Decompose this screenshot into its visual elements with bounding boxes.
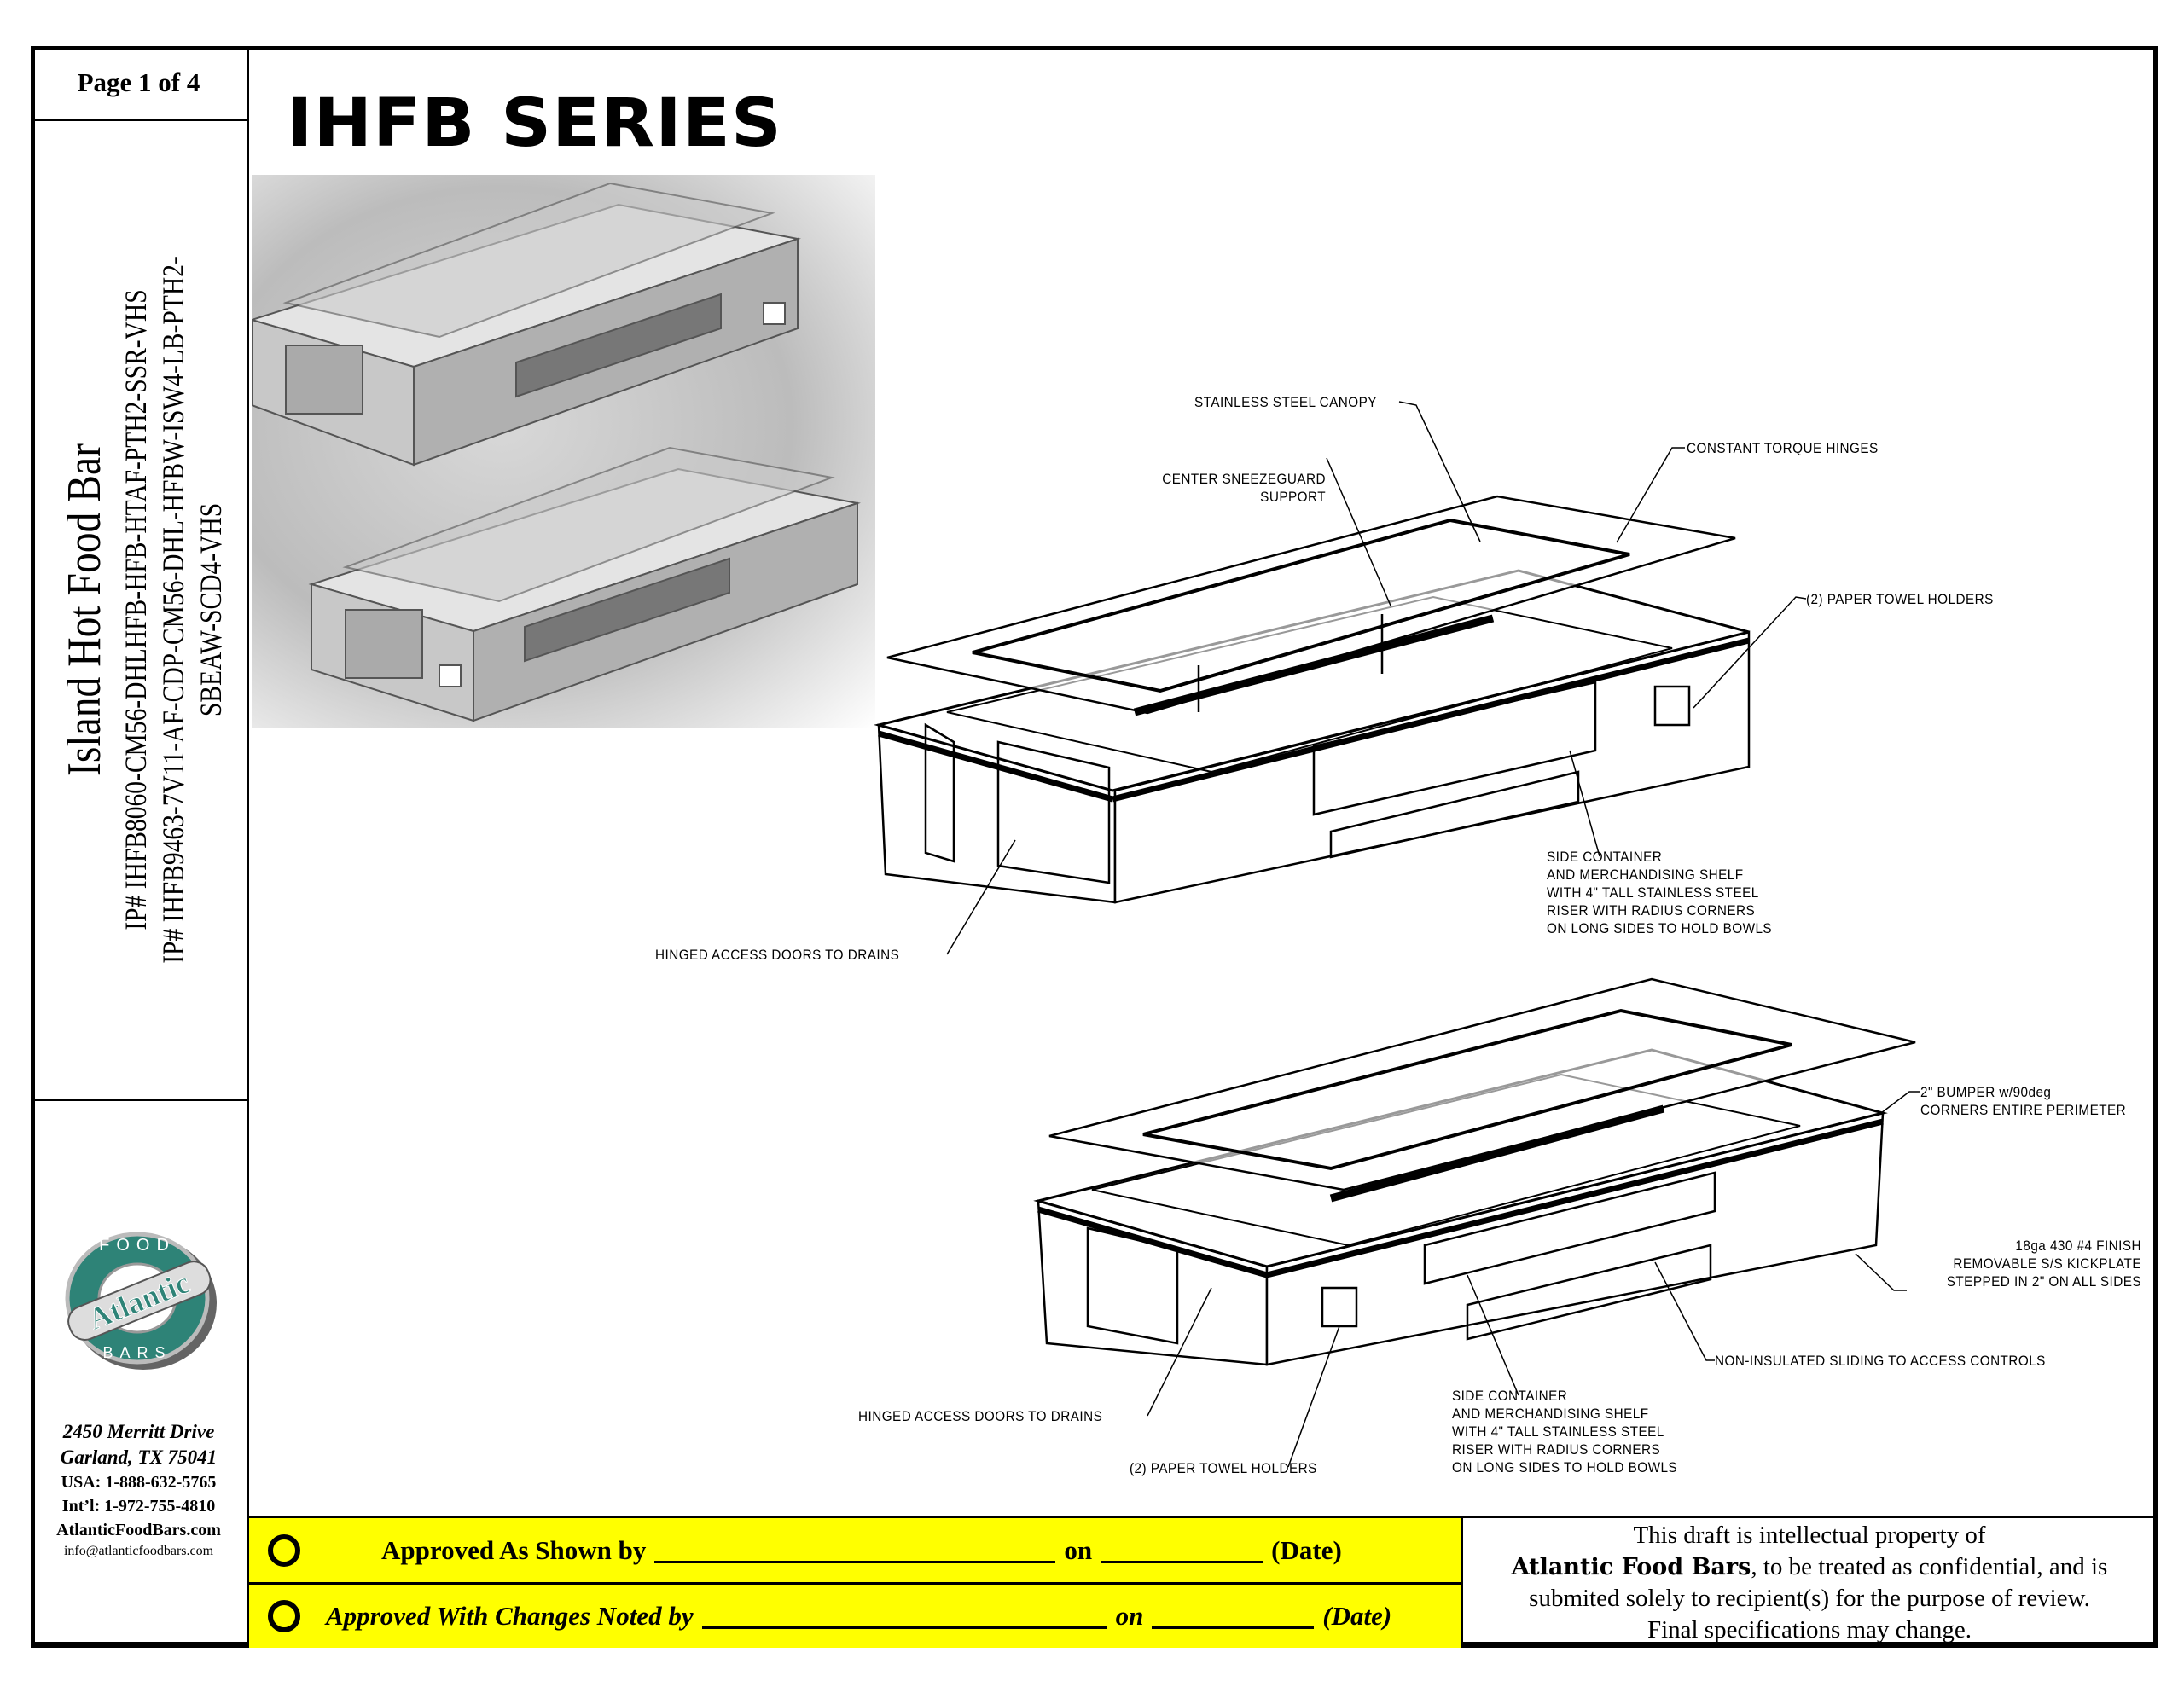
label-line: CENTER SNEEZEGUARD — [1162, 471, 1326, 487]
confidentiality-notice: This draft is intellectual property of A… — [1463, 1518, 2156, 1649]
series-title: IHFB SERIES — [287, 85, 782, 162]
label-line: SIDE CONTAINER — [1547, 849, 1663, 865]
approve-as-shown-label: Approved As Shown by — [381, 1534, 647, 1565]
label-line: ON LONG SIDES TO HOLD BOWLS — [1452, 1459, 1678, 1475]
drawing-1-leader-lines — [946, 401, 1807, 955]
page-number: Page 1 of 4 — [31, 46, 247, 121]
approval-block: Approved As Shown by on (Date) Approved … — [249, 1518, 1463, 1648]
address-line-2: Garland, TX 75041 — [60, 1446, 218, 1468]
label-line: REMOVABLE S/S KICKPLATE — [1953, 1255, 2141, 1272]
notice-line-1: This draft is intellectual property of — [1633, 1522, 1986, 1549]
date-label: (Date) — [1322, 1600, 1392, 1631]
label-side-container: SIDE CONTAINER AND MERCHANDISING SHELF W… — [1547, 848, 1772, 937]
label-line: AND MERCHANDISING SHELF — [1547, 867, 1744, 883]
approval-row-as-shown: Approved As Shown by on (Date) — [249, 1518, 1461, 1585]
approval-footer: Approved As Shown by on (Date) Approved … — [249, 1516, 2156, 1648]
approve-with-changes-label: Approved With Changes Noted by — [326, 1600, 694, 1631]
approver-name-field[interactable] — [654, 1537, 1056, 1563]
label-line: 18ga 430 #4 FINISH — [2015, 1238, 2141, 1254]
changes-date-field[interactable] — [1152, 1603, 1315, 1629]
label-line: RISER WITH RADIUS CORNERS — [1547, 902, 1756, 919]
approve-with-changes-radio[interactable] — [268, 1599, 300, 1632]
label-line: STEPPED IN 2" ON ALL SIDES — [1946, 1273, 2141, 1290]
drawing-2-leader-lines — [1147, 1091, 1920, 1468]
changes-approver-name-field[interactable] — [701, 1603, 1107, 1629]
sidebar-title-block: Island Hot Food Bar IP# IHFB8060-CM56-DH… — [31, 121, 247, 1101]
render-bottom — [308, 446, 861, 722]
address-line-1: 2450 Merritt Drive — [62, 1421, 215, 1442]
phone-usa: USA: 1-888-632-5765 — [61, 1473, 217, 1492]
label-sliding-access: NON-INSULATED SLIDING TO ACCESS CONTROLS — [1715, 1353, 2046, 1369]
label-line: WITH 4" TALL STAINLESS STEEL — [1452, 1423, 1664, 1440]
notice-line-4: Final specifications may change. — [1647, 1616, 1972, 1644]
label-paper-towel-holders-2: (2) PAPER TOWEL HOLDERS — [1130, 1460, 1317, 1476]
label-side-container-2: SIDE CONTAINER AND MERCHANDISING SHELF W… — [1452, 1387, 1677, 1476]
on-label: on — [1115, 1600, 1144, 1631]
drawing-1-island-food-bar — [874, 495, 1751, 904]
phone-intl: Int’l: 1-972-755-4810 — [61, 1497, 216, 1516]
website-link[interactable]: AtlanticFoodBars.com — [56, 1521, 221, 1539]
svg-text:BARS: BARS — [102, 1344, 171, 1361]
label-kickplate-finish: 18ga 430 #4 FINISH REMOVABLE S/S KICKPLA… — [1873, 1237, 2141, 1290]
label-line: 2" BUMPER w/90deg — [1920, 1084, 2052, 1100]
company-contact: 2450 Merritt Drive Garland, TX 75041 USA… — [31, 1419, 247, 1561]
date-label: (Date) — [1271, 1534, 1342, 1565]
label-stainless-steel-canopy: STAINLESS STEEL CANOPY — [1194, 394, 1377, 410]
rendered-product-photos — [248, 175, 875, 728]
drawing-2-island-food-bar — [1033, 977, 1916, 1366]
label-paper-towel-holders: (2) PAPER TOWEL HOLDERS — [1806, 591, 1994, 607]
svg-text:FOOD: FOOD — [99, 1236, 176, 1255]
label-line: SIDE CONTAINER — [1452, 1388, 1568, 1404]
notice-line-2-rest: , to be treated as confidential, and is — [1751, 1553, 2108, 1580]
product-render-illustration — [248, 182, 861, 722]
label-center-sneezeguard: CENTER SNEEZEGUARD SUPPORT — [1130, 470, 1326, 506]
atlantic-food-bars-logo: FOOD BARS Atlantic — [65, 1232, 217, 1370]
approve-as-shown-radio[interactable] — [268, 1533, 300, 1567]
render-top — [248, 182, 801, 467]
label-bumper: 2" BUMPER w/90deg CORNERS ENTIRE PERIMET… — [1920, 1083, 2126, 1119]
notice-brand: Atlantic Food Bars — [1511, 1554, 1751, 1580]
label-constant-torque-hinges: CONSTANT TORQUE HINGES — [1687, 440, 1879, 456]
approval-row-with-changes: Approved With Changes Noted by on (Date) — [249, 1584, 1461, 1648]
label-line: WITH 4" TALL STAINLESS STEEL — [1547, 884, 1759, 901]
sidebar: Page 1 of 4 Island Hot Food Bar IP# IHFB… — [31, 46, 249, 1648]
label-line: SUPPORT — [1260, 489, 1326, 505]
label-line: RISER WITH RADIUS CORNERS — [1452, 1441, 1661, 1458]
email-link[interactable]: info@atlanticfoodbars.com — [63, 1544, 214, 1558]
approval-date-field[interactable] — [1101, 1537, 1263, 1563]
label-line: CORNERS ENTIRE PERIMETER — [1920, 1102, 2127, 1118]
label-line: AND MERCHANDISING SHELF — [1452, 1406, 1649, 1422]
label-hinged-access-doors: HINGED ACCESS DOORS TO DRAINS — [655, 947, 900, 963]
notice-line-2: Atlantic Food Bars, to be treated as con… — [1463, 1551, 2156, 1583]
on-label: on — [1064, 1534, 1093, 1565]
label-line: ON LONG SIDES TO HOLD BOWLS — [1547, 920, 1773, 936]
label-hinged-access-doors-2: HINGED ACCESS DOORS TO DRAINS — [858, 1408, 1103, 1424]
notice-line-3: submited solely to recipient(s) for the … — [1529, 1585, 2090, 1612]
